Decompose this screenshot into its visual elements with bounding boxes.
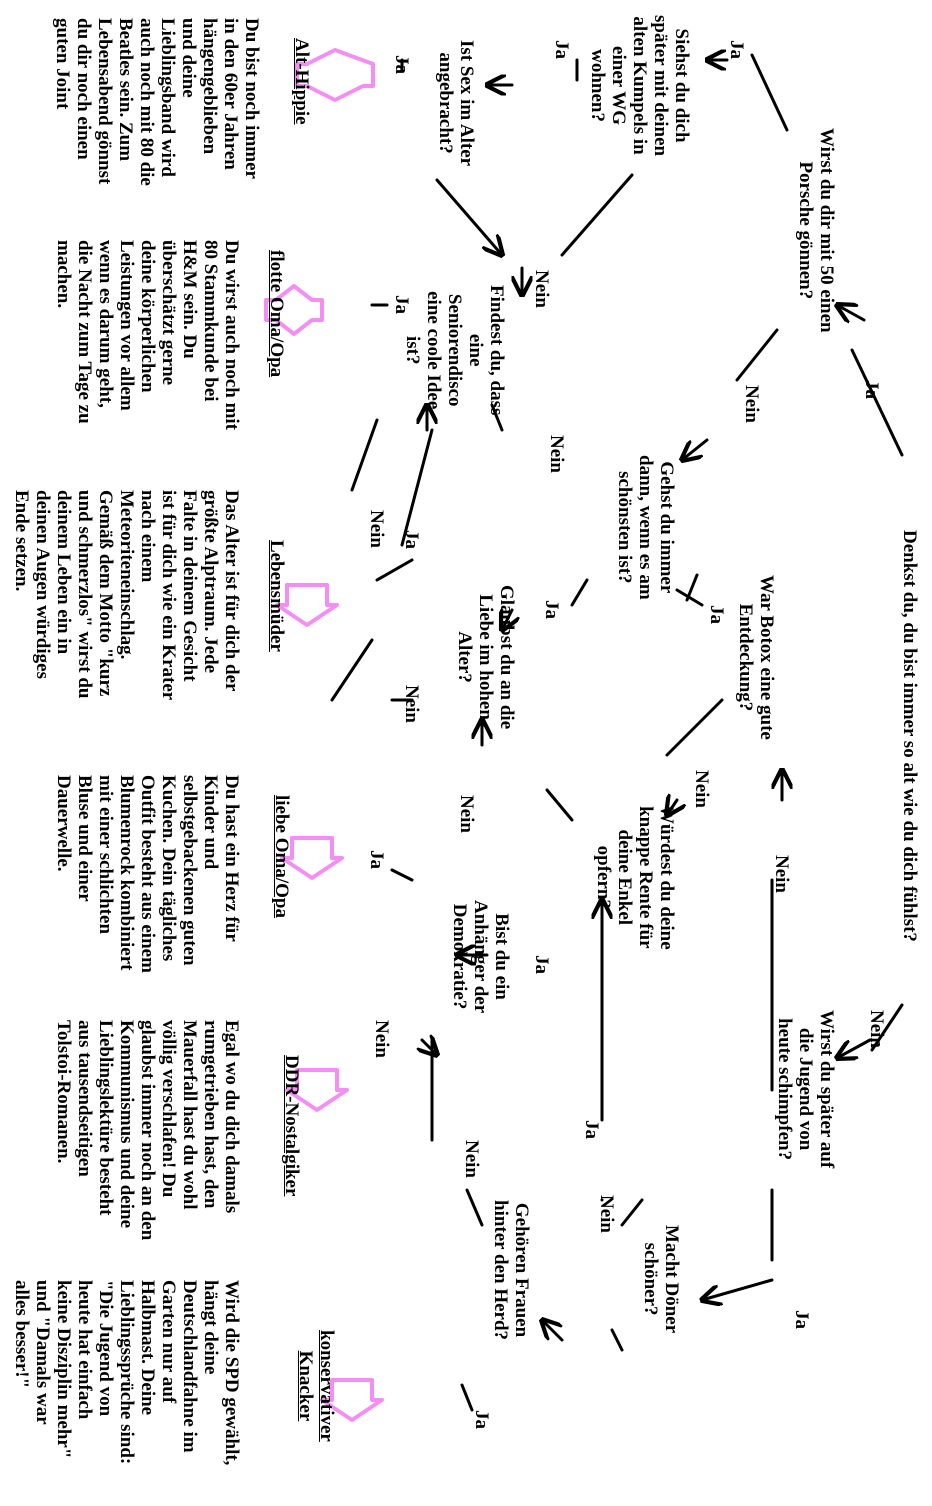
arrow-demokratie-nein: [422, 1040, 437, 1055]
line-porsche-ja: [750, 53, 789, 132]
label-nein: Nein: [366, 510, 387, 548]
result-arrow-lebensmueder: [275, 583, 339, 627]
result-text-flotte: Du wirst auch noch mit 80 Stammkunde bei…: [53, 240, 242, 431]
line-liebe-ja2: [375, 558, 414, 582]
label-nein: Nein: [691, 770, 712, 808]
line-schoensten-nein: [490, 403, 504, 432]
line-doener-nein: [610, 1328, 624, 1352]
label-nein: Nein: [771, 855, 792, 893]
line-herd-ja: [460, 1383, 474, 1412]
result-title-flotte: flotte Oma/Opa: [266, 250, 287, 378]
result-text-althippie: Du bist noch immer in den 60er Jahren hä…: [52, 18, 262, 186]
label-nein: Nein: [456, 795, 477, 833]
result-text-liebeoma: Du hast ein Herz für Kinder und selbstge…: [53, 775, 242, 973]
arrow-to-porsche: [837, 305, 866, 320]
label-ja: Ja: [401, 530, 422, 549]
result-text-knacker: Wird die SPD gewählt, hängt deine Deutsc…: [11, 1280, 242, 1466]
label-nein: Nein: [401, 685, 422, 723]
label-ja: Ja: [366, 850, 387, 869]
arrow-to-doener: [702, 1278, 774, 1300]
label-ja: Ja: [541, 600, 562, 619]
arrow-to-herd: [542, 1320, 564, 1342]
line-rente-ja: [545, 788, 574, 822]
result-title-ddr: DDR-Nostalgiker: [281, 1055, 302, 1197]
result-title-lebensmueder: Lebensmüder: [266, 540, 287, 652]
result-title-knacker: konservativer Knacker: [295, 1330, 337, 1442]
result-text-lebensmueder: Das Alter ist für dich der größte Alptra…: [11, 490, 242, 701]
label-ja: Ja: [391, 295, 412, 314]
line-demokratie-ja: [390, 868, 414, 882]
line-botox-ja2: [685, 573, 699, 602]
result-title-althippie: Alt-Hippie: [291, 38, 312, 125]
label-nein: Nein: [371, 1020, 392, 1058]
result-arrow-liebeoma: [280, 836, 344, 880]
label-ja: Ja: [551, 40, 572, 59]
label-nein: Nein: [741, 385, 762, 423]
line-schoensten-ja: [570, 578, 589, 607]
line-start-ja: [850, 348, 904, 457]
arrow-to-jugend: [837, 1038, 872, 1058]
question-liebe: Glaubst du an die Liebe im hohen Alter?: [454, 585, 517, 730]
label-ja: Ja: [471, 1410, 492, 1429]
line-liebe-ja: [400, 428, 434, 547]
result-arrow-knacker: [320, 1378, 384, 1422]
label-nein: Nein: [866, 1010, 887, 1048]
label-nein: Nein: [531, 270, 552, 308]
result-title-liebeoma: liebe Oma/Opa: [271, 795, 292, 918]
start-question: Denkst du, du bist immer so alt wie du d…: [899, 530, 920, 942]
question-porsche: Wirst du dir mit 50 einen Porsche gönnen…: [795, 128, 837, 333]
line-wg-nein: [560, 173, 634, 257]
question-wg: Siehst du dich später mit deinen alten K…: [587, 15, 692, 157]
arrow-to-schoensten: [682, 438, 709, 460]
label-ja: Ja: [726, 40, 747, 59]
label-ja: Ja: [531, 955, 552, 974]
question-sex: Ist Sex im Alter angebracht?: [435, 40, 477, 167]
line-botox-nein: [665, 698, 724, 757]
question-herd: Gehören Frauen hinter den Herd?: [490, 1200, 532, 1341]
line-disco-nein: [350, 418, 379, 492]
result-arrow-flotte: [264, 284, 324, 336]
label-nein: Nein: [461, 1140, 482, 1178]
question-rente: Würdest du deine knappe Rente für deine …: [593, 805, 677, 950]
question-doener: Macht Döner schöner?: [640, 1225, 682, 1334]
label-ja: Ja: [581, 1120, 602, 1139]
line-doener-ja: [620, 1198, 644, 1227]
label-nein: Nein: [596, 1195, 617, 1233]
question-jugend: Wirst du später auf die Jugend von heute…: [774, 1010, 837, 1169]
label-ja: Ja: [391, 55, 412, 74]
question-disco: Findest du, dass eine Seniorendisco eine…: [402, 285, 507, 416]
arrow-to-liebe: [502, 610, 512, 630]
arrow-to-rente: [667, 800, 677, 815]
line-start-nein: [870, 1003, 904, 1052]
result-arrow-althippie: [295, 48, 375, 102]
result-arrow-ddr: [285, 1068, 349, 1112]
line-herd-nein2: [465, 1188, 484, 1227]
question-schoensten: Gehst du immer dann, wenn es am schönste…: [614, 455, 677, 600]
label-ja: Ja: [861, 380, 882, 399]
question-demokratie: Bist du ein Anhänger der Demokratie?: [449, 900, 512, 1014]
line-porsche-nein: [735, 328, 779, 382]
question-botox: War Botox eine gute Entdeckung?: [735, 575, 777, 740]
result-text-ddr: Egal wo du dich damals rumgetrieben hast…: [53, 1020, 242, 1241]
label-ja: Ja: [706, 605, 727, 624]
arrow-sex-nein: [435, 178, 502, 255]
line-liebe-nein2: [330, 638, 374, 702]
label-nein: Nein: [546, 435, 567, 473]
label-ja: Ja: [791, 1310, 812, 1329]
